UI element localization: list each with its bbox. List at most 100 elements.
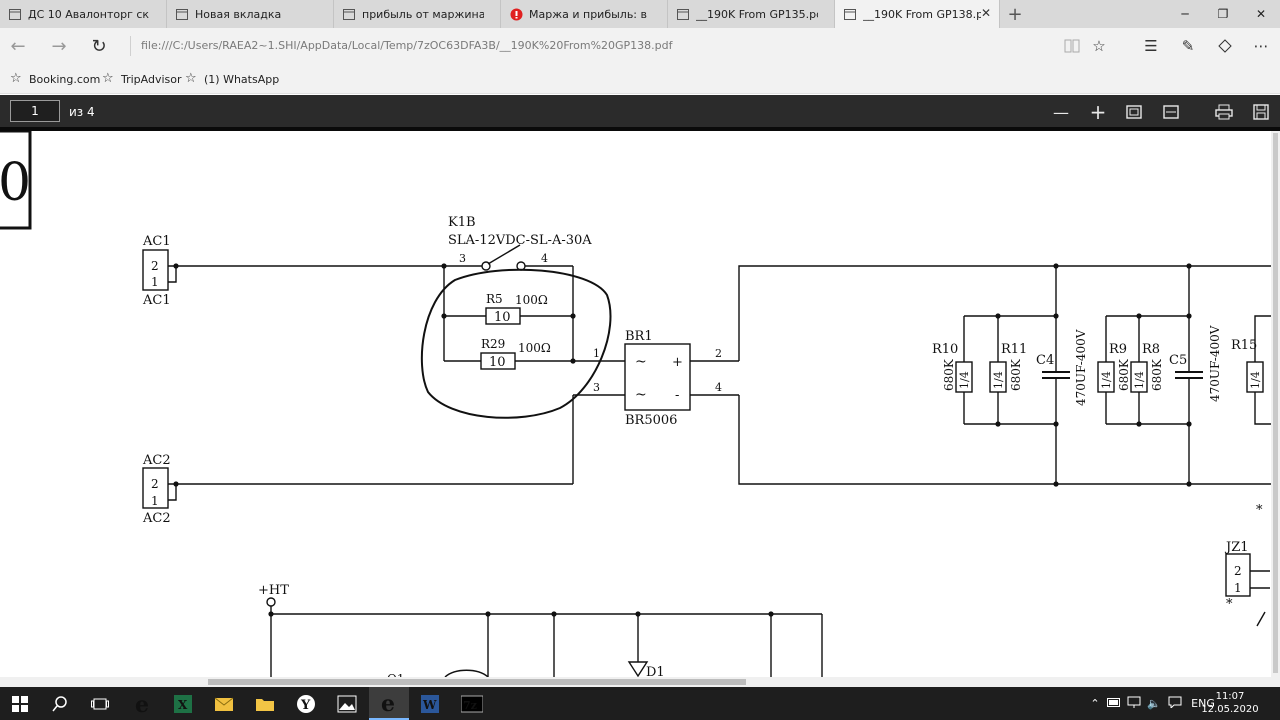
back-icon[interactable]: ← [10,35,26,57]
windows-start-icon[interactable] [0,687,40,720]
jz1-connector [1225,553,1251,597]
close-window-icon[interactable]: ✕ [1255,7,1267,21]
favorite-whatsapp[interactable]: ☆(1) WhatsApp [185,71,280,86]
c5-label: C5 [1169,353,1187,368]
junction-dot [635,611,641,617]
scroll-thumb[interactable] [208,679,746,685]
photos-icon[interactable] [327,687,367,720]
fit-width-icon[interactable] [1160,101,1182,123]
reading-view-icon[interactable] [1060,34,1084,58]
br-tilde-bottom: ~ [635,387,647,403]
yandex-browser-icon[interactable]: Y [286,687,326,720]
net-1: 1 [593,347,600,360]
excel-icon[interactable]: X [163,687,203,720]
file-explorer-icon[interactable] [245,687,285,720]
notes-pen-icon[interactable]: ✎ [1181,37,1195,55]
ac2-jumper [168,483,177,501]
hub-icon[interactable]: ☰ [1144,37,1158,55]
page-icon [676,7,690,21]
net-3: 3 [593,381,600,394]
word-icon[interactable]: W [410,687,450,720]
ac2-pin2: 2 [151,477,159,491]
tab-4[interactable]: Маржа и прибыль: в чем р [501,0,668,28]
r15-label: R15 [1231,338,1257,353]
horizontal-scrollbar[interactable] [0,677,1280,687]
junction-dot [1186,313,1192,319]
save-icon[interactable] [1250,101,1272,123]
wire [964,315,1056,425]
system-clock[interactable]: 11:07 12.05.2020 [1200,690,1260,716]
br-plus: + [672,355,683,370]
zoom-out-icon[interactable]: — [1053,102,1069,122]
favorite-star-icon[interactable]: ☆ [1092,37,1106,55]
page-icon [175,7,189,21]
url-field[interactable]: file:///C:/Users/RAEA2~1.SHI/AppData/Loc… [130,36,1030,56]
tab-label: ДС 10 Авалонторг скидка к [28,7,150,21]
tab-5[interactable]: __190K From GP135.pdf [668,0,835,28]
favorites-bar: ☆Booking.com ☆TripAdvisor ☆(1) WhatsApp [0,64,1280,94]
r5-value: 100Ω [515,293,548,307]
refresh-icon[interactable]: ↻ [91,35,107,57]
search-icon[interactable] [40,687,80,720]
more-icon[interactable]: ⋯ [1253,37,1269,55]
internet-explorer-icon[interactable]: e [123,687,163,720]
scroll-thumb[interactable] [1273,133,1278,673]
star-icon: ☆ [102,71,114,86]
br-minus: - [675,388,679,403]
favorite-tripadvisor[interactable]: ☆TripAdvisor [102,71,182,86]
corner-digit: 0 [0,153,31,213]
page-icon [8,7,22,21]
tab-1[interactable]: ДС 10 Авалонторг скидка к [0,0,167,28]
network-icon[interactable] [1124,696,1144,711]
tab-label: Новая вкладка [195,7,282,21]
tab-3[interactable]: прибыль от маржинальног [334,0,501,28]
input-language[interactable]: ENG [1191,697,1215,710]
ac2-connector [142,467,169,509]
edge-browser-icon[interactable]: e [369,687,409,720]
title-frame [0,131,32,230]
maximize-icon[interactable]: ❐ [1217,7,1229,21]
page-number-input[interactable] [10,100,60,122]
7zip-icon[interactable]: 7z [452,687,492,720]
tab-6-active[interactable]: __190K From GP138.pdf ✕ [835,0,1000,28]
junction-dot [1053,263,1059,269]
new-tab-icon[interactable]: + [1007,3,1023,25]
favorite-booking[interactable]: ☆Booking.com [10,71,101,86]
vertical-scrollbar[interactable] [1271,131,1280,677]
c4-value: 470UF-400V [1074,329,1088,406]
svg-text:e: e [135,693,149,715]
relay-pin3: 3 [459,252,466,265]
task-view-icon[interactable] [80,687,120,720]
tab-2[interactable]: Новая вкладка [167,0,334,28]
r8-value: 680K [1150,358,1164,391]
junction-dot [441,313,447,319]
ac2-pin1: 1 [151,494,159,508]
clock-date: 12.05.2020 [1201,704,1259,715]
print-icon[interactable] [1213,101,1235,123]
br1-label: BR1 [625,329,653,344]
site-red-icon [509,7,523,21]
q1-body-arc [444,669,489,677]
minimize-icon[interactable]: ─ [1181,7,1189,21]
volume-icon[interactable]: 🔈 [1147,697,1161,710]
chevron-up-icon[interactable]: ⌃ [1090,697,1100,710]
ht-label: +HT [258,583,289,598]
notification-icon[interactable] [1164,696,1186,711]
mail-icon[interactable] [204,687,244,720]
br1-part: BR5006 [625,413,677,428]
junction-dot [570,358,576,364]
forward-icon[interactable]: → [51,35,67,57]
junction-dot [768,611,774,617]
junction-dot [1136,421,1142,427]
zoom-in-icon[interactable]: + [1089,100,1107,124]
tab-label: __190K From GP135.pdf [696,7,818,21]
rail-negative [738,395,1275,485]
relay-part: SLA-12VDC-SL-A-30A [448,233,592,248]
fit-page-icon[interactable] [1123,101,1145,123]
c4-label: C4 [1036,353,1054,368]
share-icon[interactable] [1213,34,1237,58]
close-tab-icon[interactable]: ✕ [980,6,992,20]
page-count: из 4 [69,105,95,119]
r10-value: 680K [942,358,956,391]
battery-icon[interactable] [1104,697,1124,710]
